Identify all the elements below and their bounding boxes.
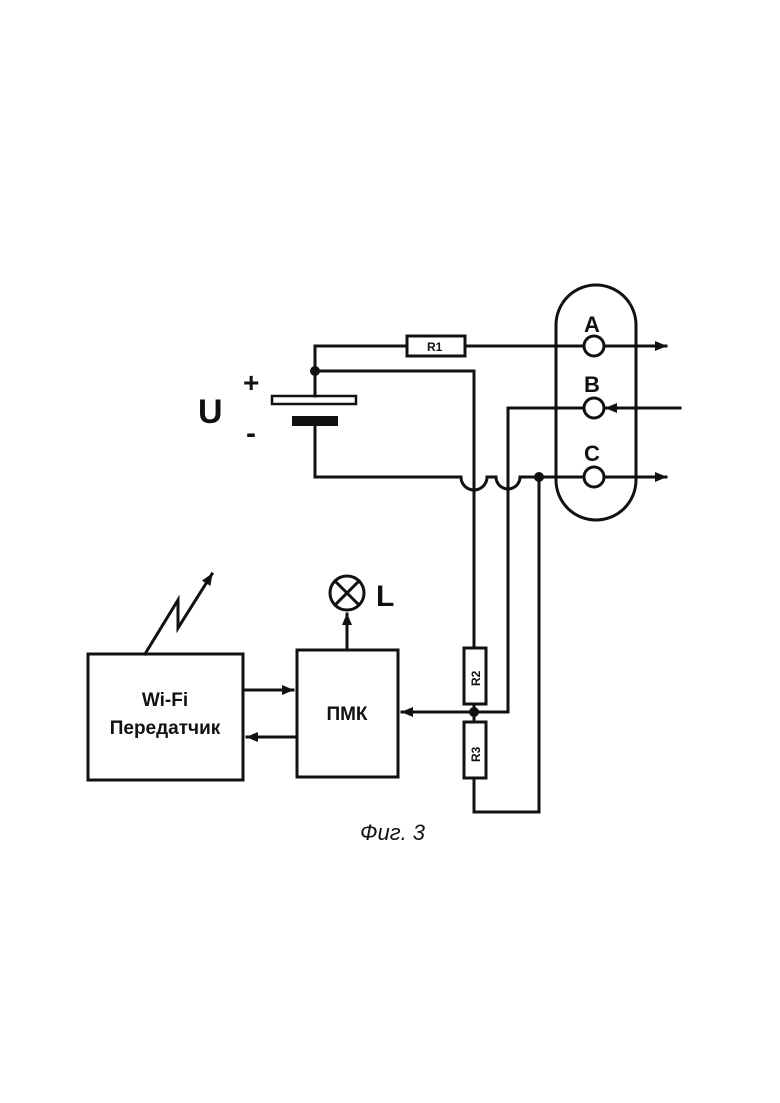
figure-caption: Фиг. 3 [360, 820, 426, 845]
source-plus-label: + [243, 367, 259, 398]
wifi-transmitter-block [88, 654, 243, 780]
terminal-a [584, 336, 604, 356]
terminal-c-label: C [584, 441, 600, 466]
wifi-label-line1: Wi-Fi [142, 690, 188, 711]
resistor-r3-label: R3 [469, 746, 483, 762]
resistor-r1-label: R1 [427, 340, 443, 354]
terminal-c [584, 467, 604, 487]
wifi-label-line2: Передатчик [110, 718, 221, 739]
terminal-b [584, 398, 604, 418]
resistor-r2-label: R2 [469, 670, 483, 686]
source-minus-label: - [246, 417, 256, 450]
lamp-icon [330, 576, 364, 610]
terminal-a-label: A [584, 312, 600, 337]
terminal-b-label: B [584, 372, 600, 397]
wire-minus-bus [315, 426, 583, 490]
source-label: U [198, 393, 223, 431]
lamp-label: L [376, 580, 394, 613]
antenna-icon [145, 574, 212, 654]
mcu-label: ПМК [326, 704, 367, 725]
battery-symbol [272, 396, 356, 426]
